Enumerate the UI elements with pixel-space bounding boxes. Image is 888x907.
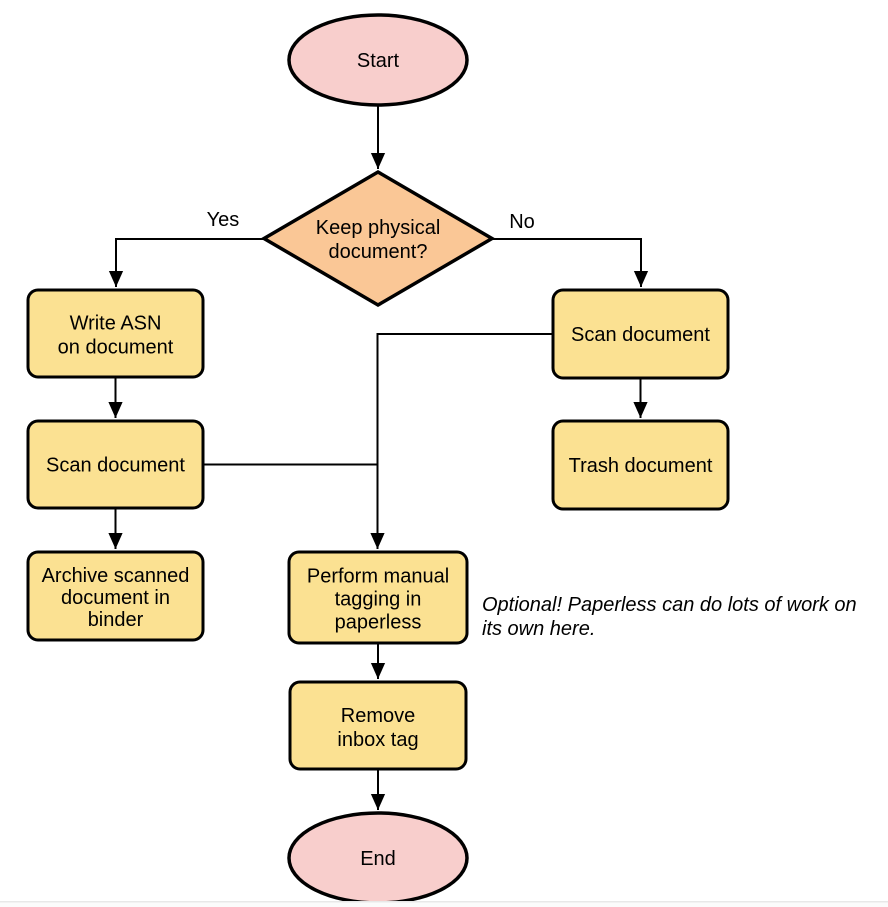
end-node: End — [287, 811, 469, 905]
remove-inbox-shape — [288, 680, 468, 771]
optional-note-line-1: Optional! Paperless can do lots of work … — [482, 594, 857, 616]
decision-shape — [260, 169, 496, 308]
write-asn-node: Write ASN on document — [26, 288, 205, 379]
archive-label-line-2: document in — [61, 587, 170, 609]
write-asn-label-line-1: Write ASN — [70, 313, 162, 335]
decision-label-line-2: document? — [329, 241, 428, 263]
edges — [108, 105, 649, 810]
scan-right-node: Scan document — [551, 288, 730, 380]
scan-right-label: Scan document — [571, 324, 710, 346]
remove-inbox-label-line-1: Remove — [341, 705, 415, 727]
end-label: End — [360, 848, 396, 870]
start-shape — [287, 13, 469, 107]
edge-decision-to-scan-right — [491, 238, 649, 287]
write-asn-shape — [26, 288, 205, 379]
write-asn-label-line-2: on document — [58, 337, 174, 359]
scan-right-shape — [551, 288, 730, 380]
archive-node: Archive scanned document in binder — [26, 550, 205, 642]
tagging-label-line-1: Perform manual — [307, 566, 449, 588]
tagging-shape — [287, 550, 469, 645]
archive-shape — [26, 550, 205, 642]
tagging-label-line-3: paperless — [335, 612, 422, 634]
start-label: Start — [357, 50, 400, 72]
remove-inbox-label-line-2: inbox tag — [337, 729, 418, 751]
remove-inbox-node: Remove inbox tag — [288, 680, 468, 771]
page-bottom-strip — [0, 902, 888, 907]
scan-left-label: Scan document — [46, 455, 185, 477]
edge-decision-to-write-asn — [108, 238, 266, 287]
trash-shape — [551, 419, 730, 511]
decision-node: Keep physical document? — [260, 169, 496, 308]
trash-label: Trash document — [569, 455, 713, 477]
optional-note: Optional! Paperless can do lots of work … — [482, 594, 857, 640]
edge-scan-right-to-tagging — [370, 333, 553, 549]
edge-label-yes: Yes — [207, 209, 240, 231]
trash-node: Trash document — [551, 419, 730, 511]
archive-label-line-3: binder — [88, 609, 144, 631]
edge-label-no: No — [509, 211, 535, 233]
optional-note-line-2: its own here. — [482, 618, 595, 640]
tagging-label-line-2: tagging in — [335, 589, 422, 611]
page-bottom-divider — [0, 901, 888, 903]
tagging-node: Perform manual tagging in paperless — [287, 550, 469, 645]
decision-label-line-1: Keep physical — [316, 217, 441, 239]
scan-left-node: Scan document — [26, 419, 205, 510]
start-node: Start — [287, 13, 469, 107]
archive-label-line-1: Archive scanned — [42, 565, 190, 587]
scan-left-shape — [26, 419, 205, 510]
